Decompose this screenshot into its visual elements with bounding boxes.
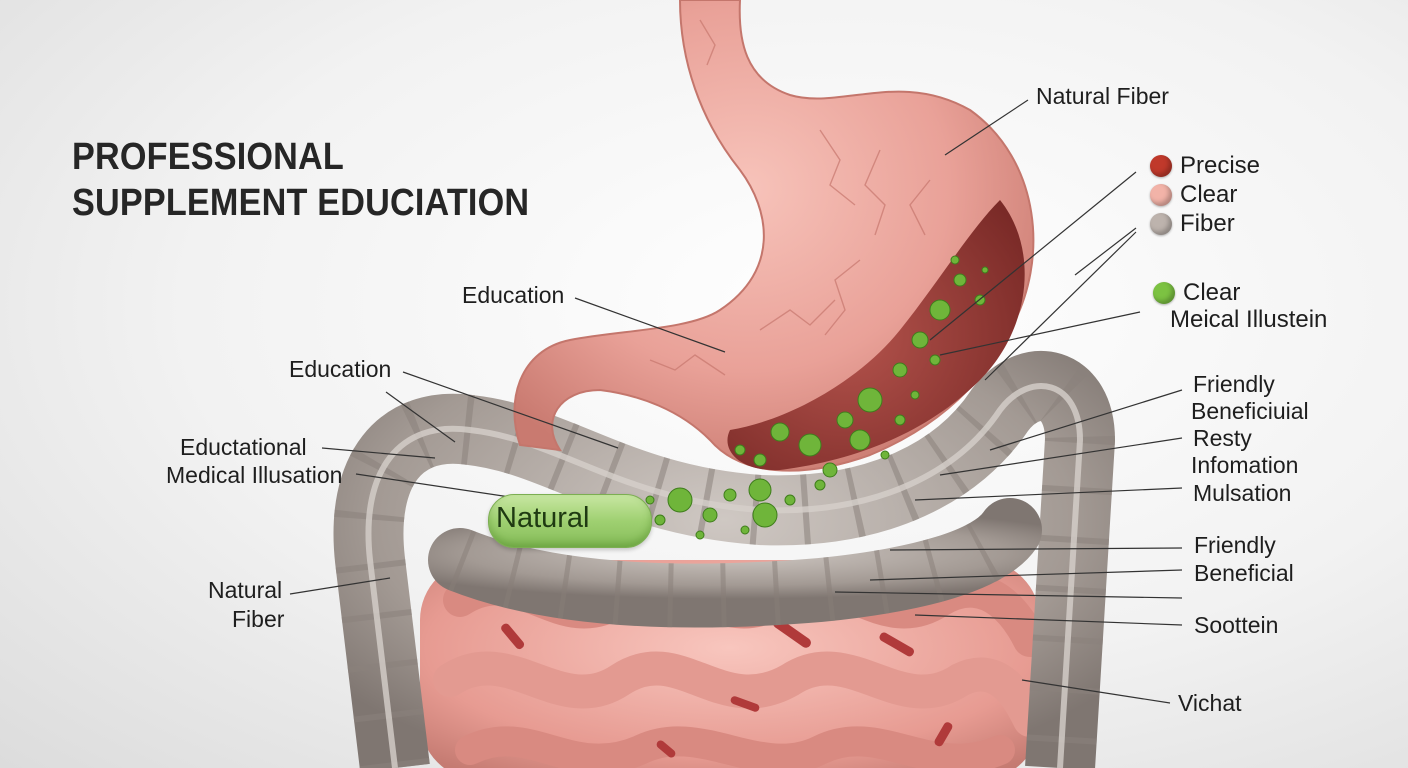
legend-label: Fiber [1180, 210, 1235, 237]
legend-item-green-clear: Clear [1153, 279, 1240, 307]
large-intestine [333, 351, 1115, 768]
green-dot-icon [1153, 282, 1175, 304]
label-vichat: Vichat [1178, 690, 1242, 716]
label-beneficiuial: Beneficiuial [1191, 398, 1309, 424]
label-education-mid: Education [289, 356, 392, 382]
legend-item-clear: Clear [1150, 181, 1237, 209]
page-title: PROFESSIONAL SUPPLEMENT EDUCIATION [72, 134, 529, 226]
label-friendly-1: Friendly [1193, 371, 1275, 397]
leader-lines [289, 99, 1183, 704]
label-soottein: Soottein [1194, 612, 1279, 638]
supplement-capsule [488, 494, 652, 548]
label-educational-line1: Eductational [180, 434, 307, 460]
label-mulsation: Mulsation [1193, 480, 1292, 506]
legend-item-fiber: Fiber [1150, 210, 1235, 238]
legend-sub-label: Meical Illustein [1170, 306, 1328, 333]
label-education-top: Education [462, 282, 565, 308]
pink-dot-icon [1150, 184, 1172, 206]
label-friendly-2: Friendly [1194, 532, 1276, 558]
legend-item-precise: Precise [1150, 152, 1260, 180]
legend-label: Clear [1183, 279, 1241, 306]
label-infomation: Infomation [1191, 452, 1299, 478]
label-natural-line2: Fiber [232, 606, 285, 632]
title-line-2: SUPPLEMENT EDUCIATION [72, 182, 530, 224]
fiber-particles [645, 255, 989, 540]
gray-dot-icon [1150, 213, 1172, 235]
legend-label: Clear [1180, 181, 1238, 208]
red-dot-icon [1150, 155, 1172, 177]
label-natural-fiber: Natural Fiber [1036, 83, 1169, 109]
capsule-label: Natural [496, 502, 590, 534]
stomach [513, 0, 1035, 472]
title-line-1: PROFESSIONAL [72, 136, 344, 178]
legend-label: Precise [1180, 152, 1261, 179]
label-beneficial: Beneficial [1194, 560, 1294, 586]
label-educational-line2: Medical Illusation [166, 462, 343, 488]
label-resty: Resty [1193, 425, 1252, 451]
label-natural-line1: Natural [208, 577, 283, 603]
